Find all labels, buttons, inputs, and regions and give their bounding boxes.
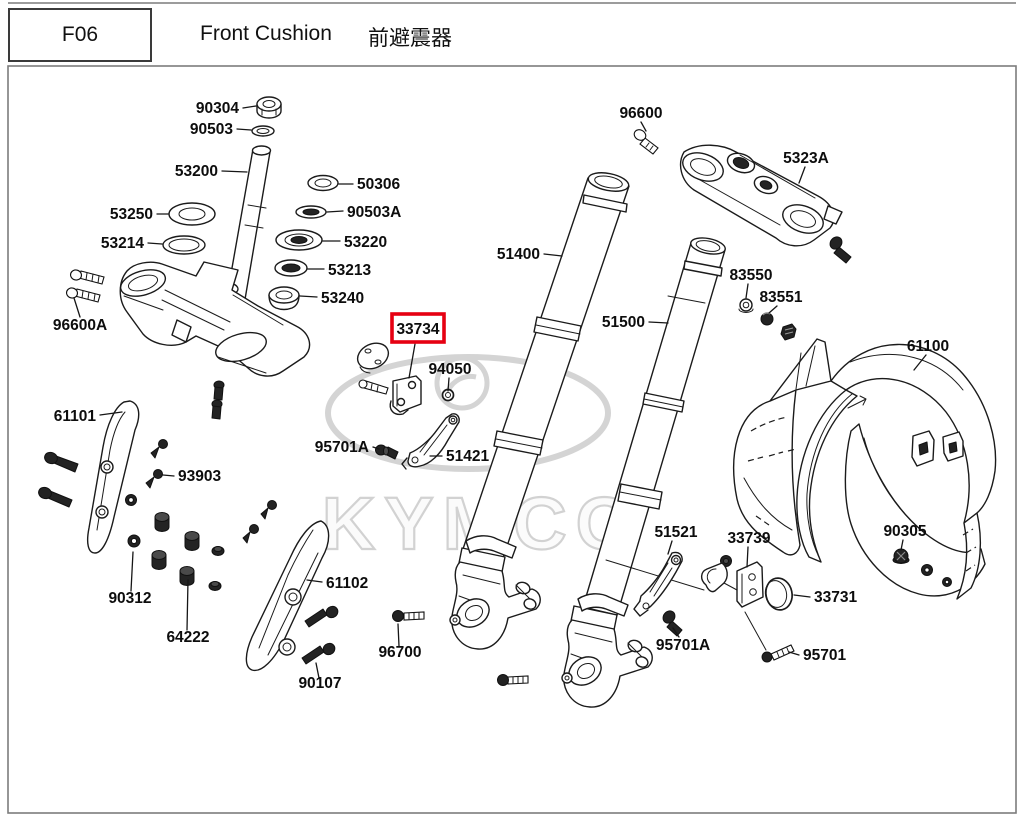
part-label-96600[interactable]: 96600 (619, 105, 662, 122)
part-drawing-reflector-33731 (764, 577, 793, 611)
part-label-53200[interactable]: 53200 (175, 163, 218, 180)
part-drawing-bracket-33734 (389, 375, 422, 416)
part-label-61100[interactable]: 61100 (907, 338, 949, 355)
part-drawing-stem-nut-90304 (256, 96, 282, 119)
part-drawing-bearing-53213 (274, 259, 308, 277)
part-label-53240[interactable]: 53240 (321, 290, 364, 307)
part-drawing-cap-plate (356, 342, 390, 374)
part-drawing-bracket-33739 (700, 555, 764, 608)
part-label-96700[interactable]: 96700 (378, 644, 421, 661)
part-drawing-bearing-53250 (168, 202, 216, 226)
part-label-93903[interactable]: 93903 (178, 468, 221, 485)
section-code-box: F06 (8, 8, 152, 62)
part-drawing-guard-61101 (86, 400, 140, 554)
leader-lines (73, 105, 927, 679)
upper-bracket-pinch-bolt (829, 236, 852, 264)
part-label-90304[interactable]: 90304 (196, 100, 239, 117)
part-label-94050[interactable]: 94050 (428, 361, 471, 378)
part-drawing-bolt-96600 (633, 129, 659, 155)
part-label-53213[interactable]: 53213 (328, 262, 371, 279)
part-drawing-stay-51521 (633, 551, 683, 617)
part-drawing-fender-61100 (733, 338, 997, 600)
part-label-51500[interactable]: 51500 (602, 314, 645, 331)
part-label-51521[interactable]: 51521 (654, 524, 697, 541)
part-drawing-bolt-96700 (392, 610, 425, 622)
screws-93903 (145, 439, 168, 489)
guard-screws-61102 (242, 500, 277, 544)
part-label-61102[interactable]: 61102 (326, 575, 368, 592)
guard-bolts-left (38, 451, 79, 508)
part-drawing-lower-bracket (119, 261, 311, 420)
part-drawing-bolts-96600A (65, 269, 105, 303)
part-label-96600A[interactable]: 96600A (53, 317, 107, 334)
part-label-51400[interactable]: 51400 (497, 246, 540, 263)
spacer-set-64222 (125, 494, 225, 591)
part-drawing-fasteners-90305 (892, 548, 952, 587)
part-drawing-washer-90503A (295, 205, 327, 219)
part-drawing-guard-61102 (245, 520, 330, 672)
part-label-83550[interactable]: 83550 (729, 267, 772, 284)
part-drawing-seal-50306 (307, 174, 339, 192)
part-label-95701[interactable]: 95701 (803, 647, 846, 664)
part-drawing-loose-bolt (497, 674, 529, 686)
part-drawing-bearing-53220 (275, 229, 323, 251)
part-drawing-race-53240 (268, 286, 300, 311)
bolts-90107 (301, 605, 339, 665)
part-label-51421[interactable]: 51421 (446, 448, 489, 465)
diagram-border (7, 65, 1017, 814)
part-drawing-clip (780, 323, 797, 341)
part-drawing-nut-83550 (738, 298, 754, 313)
part-drawing-bolt-95701A-lower (662, 610, 683, 637)
part-drawing-pin (358, 379, 389, 395)
part-label-53220[interactable]: 53220 (344, 234, 387, 251)
part-label-5323A[interactable]: 5323A (783, 150, 829, 167)
part-drawing-bolt-95701A-left (375, 444, 399, 460)
part-drawing-fork-tube-51500 (582, 237, 726, 616)
part-drawing-washer-90503 (251, 125, 275, 137)
part-label-33731[interactable]: 33731 (814, 589, 857, 606)
part-labels: 90304 90503 53200 50306 90503A 53250 532… (53, 100, 949, 692)
section-code: F06 (61, 23, 99, 46)
part-label-53214[interactable]: 53214 (101, 235, 144, 252)
part-label-83551[interactable]: 83551 (759, 289, 802, 306)
part-label-33734[interactable]: 33734 (396, 321, 439, 338)
page-title-english: Front Cushion (200, 22, 332, 45)
part-label-33739[interactable]: 33739 (727, 530, 770, 547)
part-label-53250[interactable]: 53250 (110, 206, 153, 223)
part-drawing-bolt-95701 (761, 644, 795, 663)
part-label-50306[interactable]: 50306 (357, 176, 400, 193)
page-title-chinese: 前避震器 (368, 27, 452, 50)
part-drawing-upper-bracket-5323A (679, 144, 843, 247)
part-label-90503A[interactable]: 90503A (347, 204, 401, 221)
part-label-90312[interactable]: 90312 (108, 590, 151, 607)
part-drawing-capnut-83551 (760, 312, 774, 326)
part-label-95701A-left[interactable]: 95701A (315, 439, 369, 456)
part-drawing-fork-bottom-left (449, 535, 541, 650)
assembly-axis-lines (605, 559, 767, 651)
part-drawing-stay-51421 (401, 413, 460, 470)
part-label-95701A-lower[interactable]: 95701A (656, 637, 710, 654)
part-label-61101[interactable]: 61101 (54, 408, 97, 425)
part-label-64222[interactable]: 64222 (166, 629, 209, 646)
pinch-bolts (211, 380, 225, 420)
highlight-box[interactable]: 33734 (390, 312, 446, 344)
part-label-90503[interactable]: 90503 (190, 121, 233, 138)
part-drawing-ring-53214 (162, 235, 206, 255)
part-label-90107[interactable]: 90107 (298, 675, 341, 692)
part-label-90305[interactable]: 90305 (883, 523, 926, 540)
